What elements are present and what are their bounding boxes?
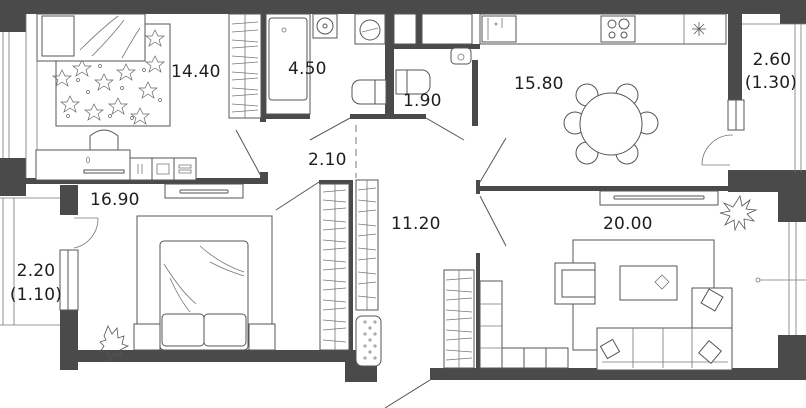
room-area-balcony-right-reduced: (1.30)	[744, 73, 798, 93]
room-area-bathroom: 4.50	[288, 59, 327, 79]
hall-furniture	[355, 179, 382, 367]
room-area-balcony-left: 2.20	[16, 261, 56, 281]
room-area-corridor: 2.10	[308, 150, 347, 170]
living-room-furniture	[443, 190, 806, 371]
room-area-master-bedroom: 16.90	[90, 190, 140, 210]
bathroom-fixtures	[265, 13, 473, 115]
room-area-living-room: 20.00	[603, 214, 653, 234]
room-area-kitchen: 15.80	[514, 74, 564, 94]
windows	[0, 14, 806, 335]
room-area-balcony-left-reduced: (1.10)	[9, 285, 63, 305]
room-area-hall: 11.20	[391, 214, 441, 234]
room-area-toilet: 1.90	[403, 91, 442, 111]
walls	[0, 0, 806, 382]
kitchen-furniture	[479, 13, 727, 165]
master-bedroom-furniture	[99, 183, 350, 361]
room-area-kids-bedroom: 14.40	[171, 62, 221, 82]
kids-bedroom-furniture	[35, 13, 262, 181]
doors	[73, 117, 734, 408]
room-area-balcony-right: 2.60	[752, 50, 792, 70]
